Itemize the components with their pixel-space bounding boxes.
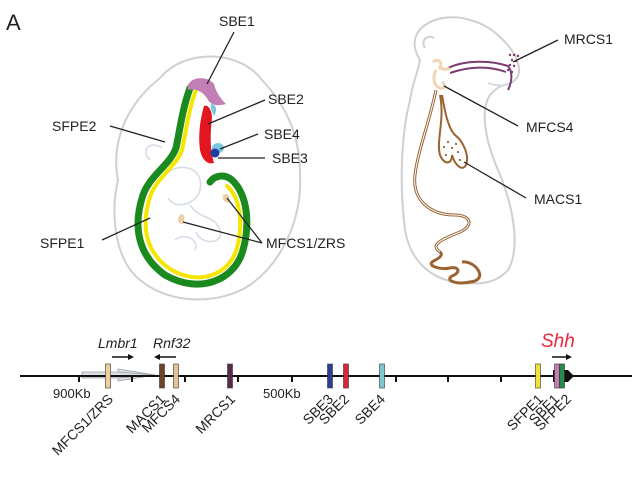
- element-box-mrcs1: [227, 363, 233, 389]
- scale-label-500kb: 500Kb: [263, 386, 301, 401]
- label-sbe2: SBE2: [268, 91, 304, 107]
- sfpe1-region: [143, 88, 243, 280]
- scale-label-900kb: 900Kb: [53, 386, 91, 401]
- right-embryo: MRCS1 MFCS4 MACS1: [400, 16, 613, 285]
- right-embryo-outline: [400, 16, 521, 285]
- element-label-mrcs1: MRCS1: [192, 391, 238, 437]
- element-box-sfpe2: [559, 363, 565, 389]
- mfcs1-leader-a: [226, 197, 263, 244]
- rnf32-direction-arrow: [154, 354, 176, 360]
- element-box-sfpe1: [535, 363, 541, 389]
- element-box-sbe4: [379, 363, 385, 389]
- mfcs1-leader-b: [182, 221, 263, 244]
- right-embryo-ear-outline: [422, 35, 435, 49]
- gene-label-lmbr1: Lmbr1: [98, 335, 138, 351]
- element-box-sbe2: [343, 363, 349, 389]
- sbe4-leader: [219, 133, 259, 150]
- element-boxes: [105, 363, 565, 389]
- element-box-mfcs1-zrs: [105, 363, 111, 389]
- element-box-sbe3: [327, 363, 333, 389]
- element-box-sbe1: [554, 363, 560, 389]
- mrcs1-region: [447, 60, 513, 91]
- shh-direction-arrow: [552, 354, 572, 360]
- gene-label-rnf32: Rnf32: [153, 335, 191, 351]
- macs1-gut-inner: [414, 89, 470, 253]
- sfpe1-leader: [101, 217, 151, 241]
- sbe2-leader: [207, 99, 266, 125]
- label-sfpe1: SFPE1: [40, 235, 85, 251]
- element-box-mfcs4: [173, 363, 179, 389]
- right-embryo-jaw-outline: [487, 82, 511, 87]
- left-embryo-outline: [113, 55, 302, 301]
- label-sbe4: SBE4: [264, 126, 300, 142]
- label-sbe1: SBE1: [219, 13, 255, 29]
- sbe2-region: [199, 105, 214, 164]
- label-sfpe2: SFPE2: [52, 118, 97, 134]
- scale-ticks: [78, 376, 502, 382]
- label-mfcs4: MFCS4: [526, 119, 574, 135]
- sfpe2-leader: [109, 125, 166, 143]
- macs1-lung-bud: [438, 94, 468, 169]
- sbe3-region: [210, 148, 220, 158]
- lmbr1-direction-arrow: [112, 354, 134, 360]
- mfcs1-spot-limb-hind: [177, 214, 185, 224]
- mrcs1-leader: [512, 39, 559, 63]
- element-box-macs1: [159, 363, 165, 389]
- label-mrcs1: MRCS1: [564, 31, 613, 47]
- label-macs1: MACS1: [534, 191, 582, 207]
- element-label-sbe4: SBE4: [351, 391, 388, 428]
- sbe1-region: [188, 78, 226, 106]
- sfpe2-region: [134, 84, 251, 288]
- macs1-dots: [442, 140, 462, 162]
- mfcs4-region: [432, 58, 452, 90]
- sbe1-leader: [206, 31, 235, 85]
- panel-label: A: [6, 10, 21, 35]
- left-embryo: SBE1 SBE2 SBE4 SBE3 SFPE2 SFPE1 MFCS1/ZR…: [40, 13, 345, 301]
- mfcs4-leader: [443, 85, 519, 127]
- mfcs1-spot-limb-fore: [222, 194, 230, 203]
- mrcs1-dots: [506, 53, 520, 74]
- macs1-leader: [463, 161, 527, 199]
- left-embryo-inner-outline: [145, 144, 222, 251]
- sbe2-cyan-patch: [210, 104, 217, 116]
- label-mfcs1-zrs: MFCS1/ZRS: [266, 235, 345, 251]
- label-sbe3: SBE3: [272, 150, 308, 166]
- gene-label-shh: Shh: [541, 331, 575, 352]
